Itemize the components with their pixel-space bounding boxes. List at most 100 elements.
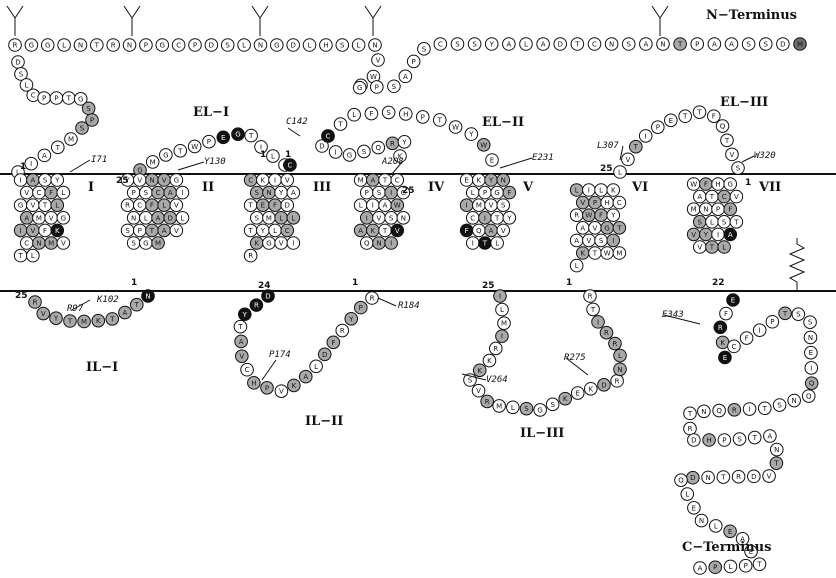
svg-text:P: P <box>138 227 142 235</box>
residue: A <box>19 211 34 225</box>
residue: E <box>664 113 678 128</box>
residue: H <box>600 195 614 210</box>
svg-text:S: S <box>255 189 260 197</box>
svg-text:C: C <box>617 199 622 207</box>
svg-text:N: N <box>701 408 706 416</box>
residue: G <box>396 185 411 200</box>
residue: R <box>683 421 697 436</box>
residue: M <box>492 399 506 413</box>
svg-text:T: T <box>574 41 580 49</box>
glycosylation-icon <box>251 5 269 36</box>
svg-text:E: E <box>723 354 727 362</box>
svg-text:I: I <box>645 132 647 140</box>
svg-text:L: L <box>352 111 356 119</box>
residue: C <box>243 173 258 187</box>
svg-text:C: C <box>395 177 400 185</box>
svg-text:P: P <box>375 83 379 91</box>
residue: N <box>699 202 713 216</box>
svg-text:E: E <box>490 157 494 165</box>
residue: G <box>231 127 245 141</box>
residue: T <box>90 38 104 52</box>
svg-text:F: F <box>724 310 728 318</box>
residue: H <box>398 107 413 121</box>
residue: E <box>744 544 758 559</box>
svg-text:D: D <box>780 41 785 49</box>
residue: C <box>727 339 741 354</box>
svg-text:H: H <box>251 379 256 387</box>
residue: N <box>145 173 159 187</box>
svg-text:W: W <box>690 181 697 189</box>
glycosylation-sites <box>6 5 669 36</box>
residue: L <box>268 223 282 238</box>
residue: P <box>139 38 153 52</box>
residue: F <box>707 109 721 123</box>
residue: S <box>139 185 153 200</box>
leader-line <box>619 145 624 161</box>
residue: K <box>472 363 487 378</box>
svg-text:S: S <box>377 189 382 197</box>
svg-text:L: L <box>357 42 361 50</box>
annotation-a208: A208 <box>381 157 404 167</box>
svg-text:I: I <box>366 214 368 222</box>
residue: V <box>484 198 498 212</box>
svg-text:I: I <box>810 364 812 372</box>
residue: L <box>139 211 153 225</box>
leader-line <box>741 155 755 163</box>
el2-label: EL−II <box>482 115 524 130</box>
svg-text:N: N <box>705 474 710 482</box>
svg-text:K: K <box>371 227 376 235</box>
residue: T <box>570 37 585 51</box>
svg-text:L: L <box>618 169 622 177</box>
svg-text:L: L <box>16 169 20 177</box>
svg-text:C: C <box>156 189 161 197</box>
residue: W <box>187 139 202 154</box>
residue: K <box>583 381 598 396</box>
residue: V <box>56 236 71 250</box>
residue: Y <box>344 312 359 326</box>
svg-text:K: K <box>588 385 593 393</box>
residue: I <box>13 223 28 238</box>
residue: V <box>36 306 51 321</box>
svg-text:L: L <box>55 202 59 210</box>
residue: L <box>723 559 738 574</box>
svg-text:A: A <box>489 227 494 235</box>
residue: R <box>488 341 503 356</box>
helix-number: 22 <box>712 278 725 288</box>
residue: N <box>787 393 801 408</box>
residue: S <box>38 173 52 187</box>
residue: P <box>588 195 602 210</box>
helix-label-5: V <box>522 180 534 195</box>
svg-text:G: G <box>537 406 542 414</box>
svg-text:P: P <box>716 206 720 214</box>
residue: R <box>28 295 42 309</box>
svg-text:I: I <box>484 214 486 222</box>
svg-text:N: N <box>774 446 779 454</box>
svg-text:F: F <box>465 227 469 235</box>
svg-text:Q: Q <box>806 393 812 401</box>
residue: W <box>448 120 463 134</box>
svg-text:G: G <box>163 151 168 159</box>
residue: S <box>220 38 235 52</box>
residue: R <box>731 469 746 484</box>
residue: P <box>132 223 147 238</box>
residue: A <box>163 185 178 200</box>
svg-text:G: G <box>728 181 733 189</box>
residue: S <box>692 215 707 229</box>
svg-text:P: P <box>193 42 197 50</box>
residue: E <box>723 524 737 539</box>
svg-text:C: C <box>732 343 737 351</box>
residue: M <box>686 202 701 216</box>
residue: D <box>747 469 761 484</box>
helix-label-6: VI <box>631 180 648 195</box>
svg-text:Y: Y <box>468 131 474 139</box>
residue: A <box>707 37 722 51</box>
svg-text:I: I <box>749 406 751 414</box>
residue: Y <box>274 185 288 200</box>
svg-text:V: V <box>174 227 179 235</box>
residue: L <box>351 38 366 52</box>
residue: A <box>693 561 707 575</box>
residue: I <box>752 323 767 337</box>
svg-text:A: A <box>24 214 29 222</box>
svg-text:T: T <box>709 193 715 201</box>
